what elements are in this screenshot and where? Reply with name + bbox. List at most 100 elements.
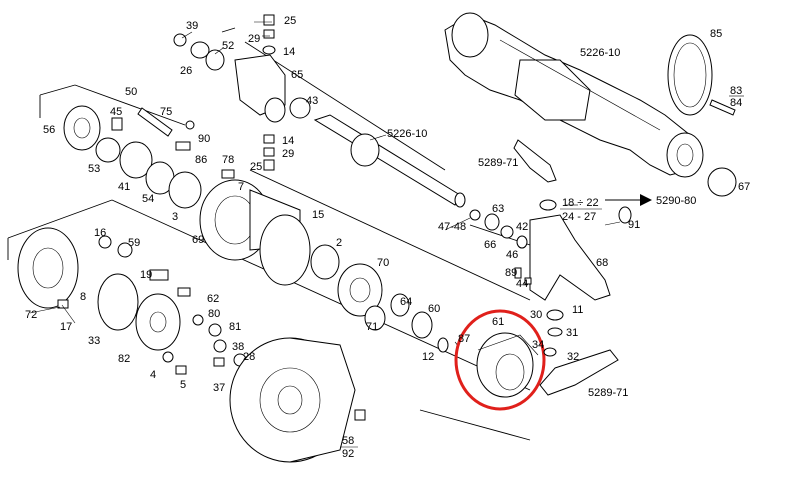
label-31: 31 <box>566 327 578 339</box>
label-68: 68 <box>596 257 608 269</box>
label-83: 83 <box>730 85 742 97</box>
label-70: 70 <box>377 257 389 269</box>
label-16: 16 <box>94 227 106 239</box>
label-81: 81 <box>229 321 241 333</box>
label-11: 11 <box>572 304 583 316</box>
washers-30-34 <box>543 309 564 357</box>
label-18-22: 18 ÷ 22 <box>562 197 599 209</box>
ring-15 <box>259 214 311 286</box>
label-64: 64 <box>400 296 412 308</box>
highlight-circle <box>454 309 546 411</box>
small-parts-top <box>173 14 311 171</box>
gear-70 <box>337 263 383 317</box>
hub-56-cluster <box>63 105 235 209</box>
label-62: 62 <box>207 293 219 305</box>
label-52: 52 <box>222 40 234 52</box>
leader-lines <box>29 21 621 324</box>
small-parts-right <box>469 209 532 285</box>
label-29: 29 <box>248 33 260 45</box>
label-12: 12 <box>422 351 434 363</box>
yoke-65 <box>234 54 286 123</box>
label-7: 7 <box>238 181 244 193</box>
label-45: 45 <box>110 106 122 118</box>
flange-82 <box>135 293 181 351</box>
label-25b: 25 <box>250 161 262 173</box>
label-3: 3 <box>172 211 178 223</box>
label-85: 85 <box>710 28 722 40</box>
label-91: 91 <box>628 219 640 231</box>
part-71 <box>364 305 386 331</box>
ring-33 <box>97 273 139 331</box>
steering-arm-bottom <box>539 349 619 396</box>
knuckle-68 <box>529 199 632 301</box>
part-12 <box>437 337 449 353</box>
label-78: 78 <box>222 154 234 166</box>
label-5289-71-bottom: 5289-71 <box>588 387 628 399</box>
label-53: 53 <box>88 163 100 175</box>
label-5290-80: 5290-80 <box>656 195 696 207</box>
drive-shaft <box>313 114 466 208</box>
bolts-lower <box>162 314 247 375</box>
label-33: 33 <box>88 335 100 347</box>
label-41: 41 <box>118 181 130 193</box>
label-84: 84 <box>730 97 742 109</box>
label-15: 15 <box>312 209 324 221</box>
label-29b: 29 <box>282 148 294 160</box>
label-54: 54 <box>142 193 154 205</box>
bearing-2 <box>310 244 340 280</box>
label-19: 19 <box>140 269 152 281</box>
label-32: 32 <box>567 351 579 363</box>
label-17: 17 <box>60 321 72 333</box>
label-60: 60 <box>428 303 440 315</box>
label-14: 14 <box>283 46 295 58</box>
label-5: 5 <box>180 379 186 391</box>
label-46: 46 <box>506 249 518 261</box>
label-69: 69 <box>192 234 204 246</box>
label-67: 67 <box>738 181 750 193</box>
label-39: 39 <box>186 20 198 32</box>
label-86: 86 <box>195 154 207 166</box>
label-66: 66 <box>484 239 496 251</box>
label-25: 25 <box>284 15 296 27</box>
label-50: 50 <box>125 86 137 98</box>
label-92: 92 <box>342 448 354 460</box>
brake-plate-72 <box>17 227 133 309</box>
label-71: 71 <box>366 321 378 333</box>
parts-19-62 <box>149 269 191 297</box>
label-63: 63 <box>492 203 504 215</box>
steering-arm-top <box>513 139 557 183</box>
label-42: 42 <box>516 221 528 233</box>
label-82: 82 <box>118 353 130 365</box>
label-24-27: 24 - 27 <box>562 211 596 223</box>
part-60 <box>411 311 433 339</box>
label-80: 80 <box>208 308 220 320</box>
ring-85 <box>667 34 713 116</box>
label-4: 4 <box>150 369 156 381</box>
frame-lines <box>7 27 531 441</box>
label-90: 90 <box>198 133 210 145</box>
label-56: 56 <box>43 124 55 136</box>
label-8: 8 <box>80 291 86 303</box>
label-47-48: 47-48 <box>438 221 466 233</box>
arrow-5290-80 <box>605 194 652 206</box>
label-44: 44 <box>516 278 528 290</box>
brake-drum <box>229 337 366 463</box>
ring-67 <box>707 167 737 197</box>
label-89: 89 <box>505 267 517 279</box>
bolt-83-84 <box>709 99 736 116</box>
label-37: 37 <box>213 382 225 394</box>
label-30: 30 <box>530 309 542 321</box>
label-28: 28 <box>243 351 255 363</box>
label-65: 65 <box>291 69 303 81</box>
highlighted-part-61 <box>476 332 539 398</box>
label-75: 75 <box>160 106 172 118</box>
label-58: 58 <box>342 435 354 447</box>
label-34: 34 <box>532 339 544 351</box>
label-72: 72 <box>25 309 37 321</box>
label-5226-10-shaft: 5226-10 <box>387 128 427 140</box>
label-14b: 14 <box>282 135 294 147</box>
label-61: 61 <box>492 316 504 328</box>
label-2: 2 <box>336 237 342 249</box>
